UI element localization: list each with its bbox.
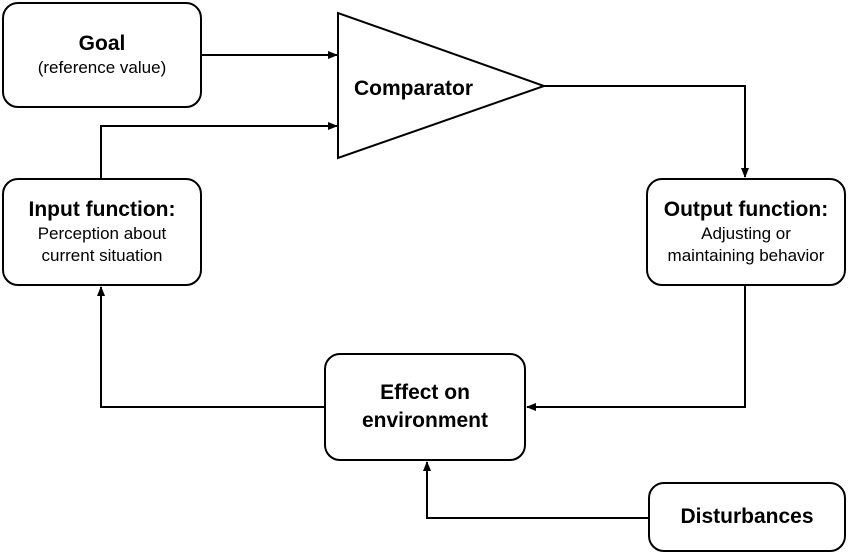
comparator-triangle bbox=[337, 11, 548, 160]
input-function-line1: Perception about bbox=[37, 224, 167, 243]
effect-line2: environment bbox=[361, 409, 489, 432]
goal-title: Goal bbox=[78, 32, 126, 55]
arrow-input-to-comparator bbox=[100, 122, 338, 178]
disturbances-title: Disturbances bbox=[680, 505, 814, 528]
output-function-line1: Adjusting or bbox=[701, 224, 791, 243]
input-function-line2: current situation bbox=[41, 246, 163, 265]
effect-line1: Effect on bbox=[380, 381, 470, 404]
input-function-title: Input function: bbox=[28, 198, 176, 221]
arrow-disturbances-to-effect bbox=[423, 461, 648, 519]
arrow-effect-to-input bbox=[97, 286, 324, 408]
output-function-title: Output function: bbox=[663, 198, 829, 221]
output-function-box: Output function: Adjusting or maintainin… bbox=[646, 178, 846, 286]
arrow-comparator-to-output bbox=[544, 85, 749, 178]
input-function-box: Input function: Perception about current… bbox=[2, 178, 202, 286]
goal-box: Goal (reference value) bbox=[2, 2, 202, 108]
disturbances-box: Disturbances bbox=[648, 482, 846, 552]
output-function-line2: maintaining behavior bbox=[667, 246, 825, 265]
goal-subtitle: (reference value) bbox=[37, 58, 167, 77]
arrow-output-to-effect bbox=[526, 286, 746, 411]
effect-on-environment-box: Effect on environment bbox=[324, 353, 526, 461]
comparator-label: Comparator bbox=[354, 77, 474, 100]
